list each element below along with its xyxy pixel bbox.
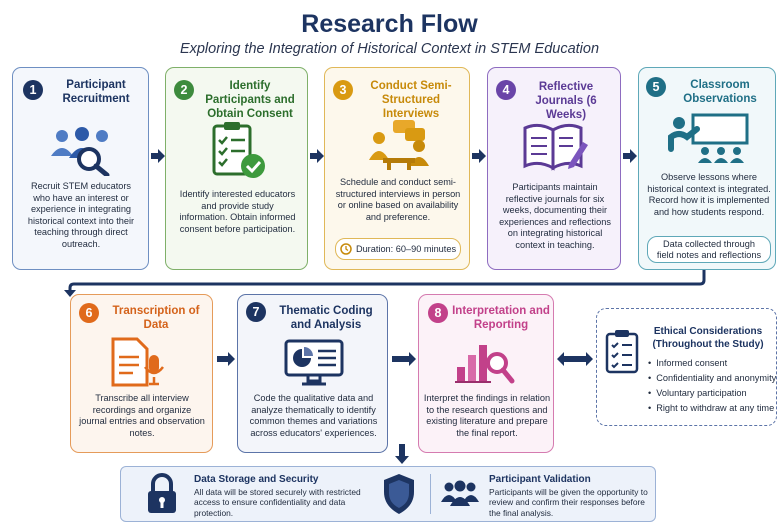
arrow-down-to-storage [395,444,409,464]
double-arrow-8-ethics [557,352,593,366]
arrow-2-3 [310,149,324,163]
step-5-number: 5 [646,77,666,97]
lock-icon [148,473,176,513]
journal-pen-icon [523,123,588,171]
step-8-card: 8 Interpretation and Reporting Interpret… [418,294,554,453]
connector-5-6 [64,270,706,297]
step-6-title: Transcription of Data [112,305,200,331]
step-4-title: Reflective Journals (6 Weeks) [535,81,597,121]
page-title: Research Flow [301,10,478,38]
people-search-icon [51,127,110,176]
clock-icon [340,243,352,255]
validation-title: Participant Validation [489,474,591,485]
arrow-7-8 [392,352,416,366]
step-2-card: 2 Identify Participants and Obtain Conse… [165,67,308,270]
step-3-text: Schedule and conduct semi-structured int… [335,177,461,222]
step-5-text: Observe lessons where historical context… [647,172,771,217]
arrow-3-4 [472,149,486,163]
step-1-title: Participant Recruitment [62,79,130,105]
step-8-number: 8 [428,303,448,323]
step-6-text: Transcribe all interview recordings and … [79,393,205,438]
step-7-card: 7 Thematic Coding and Analysis Code the … [237,294,388,453]
step-7-title: Thematic Coding and Analysis [279,305,373,331]
step-2-text: Identify interested educators and provid… [179,189,296,234]
monitor-chart-icon [284,339,344,386]
step-7-text: Code the qualitative data and analyze th… [249,393,378,438]
ethics-item: Informed consent [648,356,776,371]
ethics-item: Right to withdraw at any time [648,401,776,416]
clipboard-list-icon [605,330,639,374]
interview-icon [369,120,429,170]
shield-icon [384,474,414,514]
duration-text: Duration: 60–90 minutes [355,244,457,254]
step-6-number: 6 [79,303,99,323]
bottom-divider [430,474,431,514]
step-3-number: 3 [333,80,353,100]
step-1-number: 1 [23,80,43,100]
document-mic-icon [111,337,164,387]
step-4-text: Participants maintain reflective journal… [499,182,611,250]
checklist-clipboard-icon [212,122,265,178]
step-1-text: Recruit STEM educators who have an inter… [27,181,135,249]
classroom-icon [668,113,749,163]
step-4-number: 4 [496,80,516,100]
page-subtitle: Exploring the Integration of Historical … [179,41,600,57]
step-2-number: 2 [174,80,194,100]
arrow-4-5 [623,149,637,163]
chart-magnifier-icon [455,345,515,384]
step-3-title: Conduct Semi-Structured Interviews [370,80,452,120]
step-6-card: 6 Transcription of Data Transcribe all i… [70,294,213,453]
ethics-item: Confidentiality and anonymity [648,371,776,386]
arrow-6-7 [217,352,235,366]
storage-text: All data will be stored securely with re… [194,487,361,518]
group-icon [441,480,479,506]
step-7-number: 7 [246,302,266,322]
ethics-list: Informed consent Confidentiality and ano… [648,356,776,416]
step-4-card: 4 Reflective Journals (6 Weeks) Particip… [487,67,621,270]
storage-title: Data Storage and Security [194,474,319,485]
step-8-text: Interpret the findings in relation to th… [423,393,551,438]
step-3-card: 3 Conduct Semi-Structured Interviews Sch… [324,67,470,270]
step-8-title: Interpretation and Reporting [452,305,550,331]
ethics-item: Voluntary participation [648,386,776,401]
ethics-title: Ethical Considerations (Throughout the S… [652,326,764,350]
step-5-card: 5 Classroom Observations Observe lessons… [638,67,776,270]
observation-data-note: Data collected through field notes and r… [647,236,771,263]
duration-badge: Duration: 60–90 minutes [335,238,461,260]
step-1-card: 1 Participant Recruitment Recruit STEM e… [12,67,149,270]
step-5-title: Classroom Observations [683,79,757,105]
arrow-1-2 [151,149,165,163]
validation-text: Participants will be given the opportuni… [489,487,648,518]
step-2-title: Identify Participants and Obtain Consent [205,80,295,120]
